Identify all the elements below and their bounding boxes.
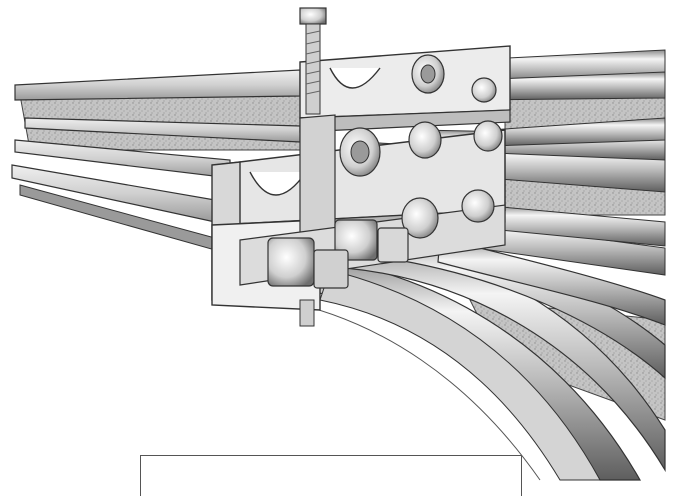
clamp-block-upper xyxy=(299,45,511,133)
pipe-fittings xyxy=(267,54,503,289)
threaded-bolt xyxy=(299,7,327,327)
caption-box xyxy=(140,455,522,496)
